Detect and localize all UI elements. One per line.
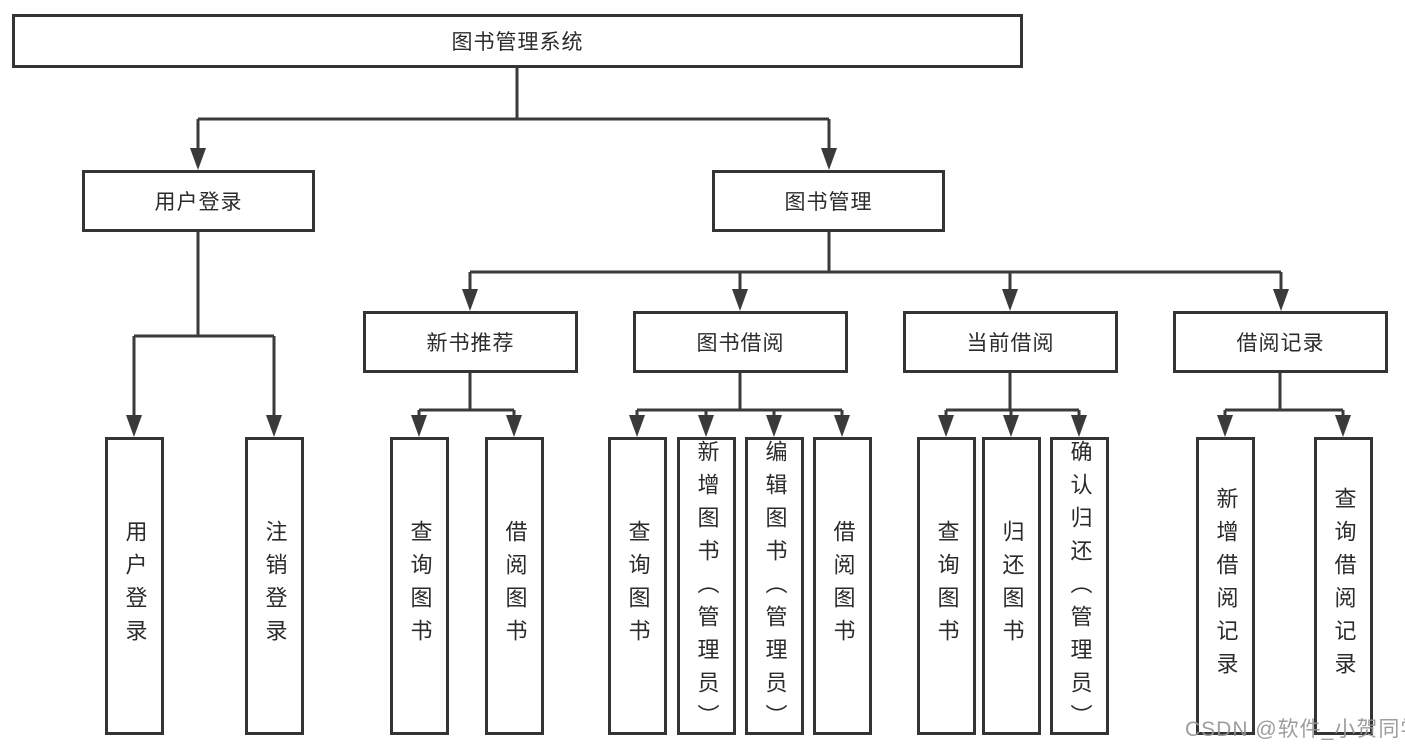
- leaf-recommend-borrow-books-label: 借阅图书: [502, 520, 528, 652]
- leaf-logout-label: 注销登录: [262, 520, 288, 652]
- leaf-logout: 注销登录: [245, 437, 304, 735]
- leaf-borrow-query-books-label: 查询图书: [625, 520, 651, 652]
- node-root: 图书管理系统: [12, 14, 1023, 68]
- leaf-borrow-add-books-admin-label: 新增图书（管理员）: [694, 440, 720, 737]
- connector-borrowrecord-to-leaves: [1223, 373, 1345, 417]
- leaf-recommend-query-books-label: 查询图书: [407, 520, 433, 652]
- node-new-book-recommend: 新书推荐: [363, 311, 578, 373]
- leaf-record-add-label: 新增借阅记录: [1213, 487, 1239, 685]
- leaf-borrow-query-books: 查询图书: [608, 437, 667, 735]
- csdn-watermark: CSDN @软件_小贺同学: [1185, 718, 1405, 741]
- node-borrow-record: 借阅记录: [1173, 311, 1388, 373]
- node-book-borrow-label: 图书借阅: [696, 332, 785, 355]
- node-borrow-record-label: 借阅记录: [1236, 332, 1325, 355]
- leaf-current-query-books-label: 查询图书: [934, 520, 960, 652]
- leaf-borrow-edit-books-admin: 编辑图书（管理员）: [745, 437, 804, 737]
- connector-newbookrec-to-leaves: [417, 373, 516, 417]
- leaf-current-return-books-label: 归还图书: [999, 520, 1025, 652]
- leaf-record-query-label: 查询借阅记录: [1331, 487, 1357, 685]
- connector-root-to-level2: [196, 68, 831, 150]
- node-book-management-label: 图书管理: [784, 191, 873, 214]
- node-book-management: 图书管理: [712, 170, 945, 232]
- leaf-current-return-books: 归还图书: [982, 437, 1041, 735]
- node-user-login: 用户登录: [82, 170, 315, 232]
- leaf-current-confirm-return-admin: 确认归还（管理员）: [1050, 437, 1109, 737]
- leaf-recommend-query-books: 查询图书: [390, 437, 449, 735]
- leaf-record-query: 查询借阅记录: [1314, 437, 1373, 735]
- leaf-record-add: 新增借阅记录: [1196, 437, 1255, 735]
- node-root-label: 图书管理系统: [451, 31, 584, 54]
- connector-userlogin-to-leaves: [132, 232, 276, 417]
- leaf-borrow-borrow-books-label: 借阅图书: [830, 520, 856, 652]
- leaf-borrow-edit-books-admin-label: 编辑图书（管理员）: [762, 440, 788, 737]
- leaf-borrow-add-books-admin: 新增图书（管理员）: [677, 437, 736, 737]
- connector-bookborrow-to-leaves: [635, 373, 844, 417]
- node-user-login-label: 用户登录: [154, 191, 243, 214]
- leaf-current-confirm-return-admin-label: 确认归还（管理员）: [1067, 440, 1093, 737]
- leaf-borrow-borrow-books: 借阅图书: [813, 437, 872, 735]
- node-current-borrow-label: 当前借阅: [966, 332, 1055, 355]
- node-new-book-recommend-label: 新书推荐: [426, 332, 515, 355]
- connector-bookmgmt-to-level3: [468, 232, 1283, 291]
- node-current-borrow: 当前借阅: [903, 311, 1118, 373]
- node-book-borrow: 图书借阅: [633, 311, 848, 373]
- leaf-recommend-borrow-books: 借阅图书: [485, 437, 544, 735]
- leaf-user-login-label: 用户登录: [122, 520, 148, 652]
- leaf-user-login: 用户登录: [105, 437, 164, 735]
- leaf-current-query-books: 查询图书: [917, 437, 976, 735]
- connector-currentborrow-to-leaves: [944, 373, 1081, 417]
